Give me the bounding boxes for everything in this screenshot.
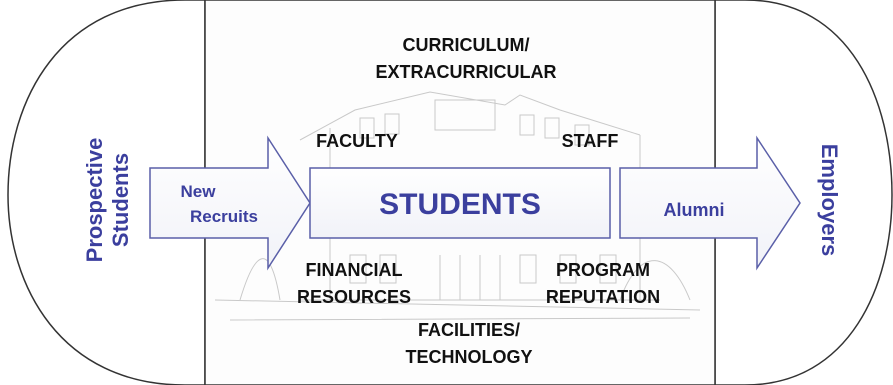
curriculum-line1: CURRICULUM/ (403, 35, 530, 55)
curriculum-line2: EXTRACURRICULAR (376, 62, 557, 82)
program-line2: REPUTATION (546, 287, 660, 307)
financial-line1: FINANCIAL (306, 260, 403, 280)
new-recruits-arrow (149, 135, 311, 271)
right-panel (714, 0, 893, 385)
employers-label: Employers (817, 144, 842, 257)
program-line1: PROGRAM (556, 260, 650, 280)
new-recruits-line2: Recruits (190, 207, 258, 226)
alumni-arrow (619, 135, 801, 271)
new-recruits-line1: New (181, 182, 217, 201)
students-label: STUDENTS (379, 188, 541, 221)
facilities-line1: FACILITIES/ (418, 320, 520, 340)
students-box (309, 167, 611, 239)
alumni-label: Alumni (664, 200, 725, 220)
prospective-students-line2: Students (108, 153, 133, 247)
faculty-label: FACULTY (316, 131, 398, 151)
staff-label: STAFF (562, 131, 619, 151)
financial-line2: RESOURCES (297, 287, 411, 307)
facilities-line2: TECHNOLOGY (405, 347, 532, 367)
prospective-students-line1: Prospective (82, 138, 107, 263)
left-panel (7, 0, 206, 385)
building-sketch (214, 91, 701, 321)
